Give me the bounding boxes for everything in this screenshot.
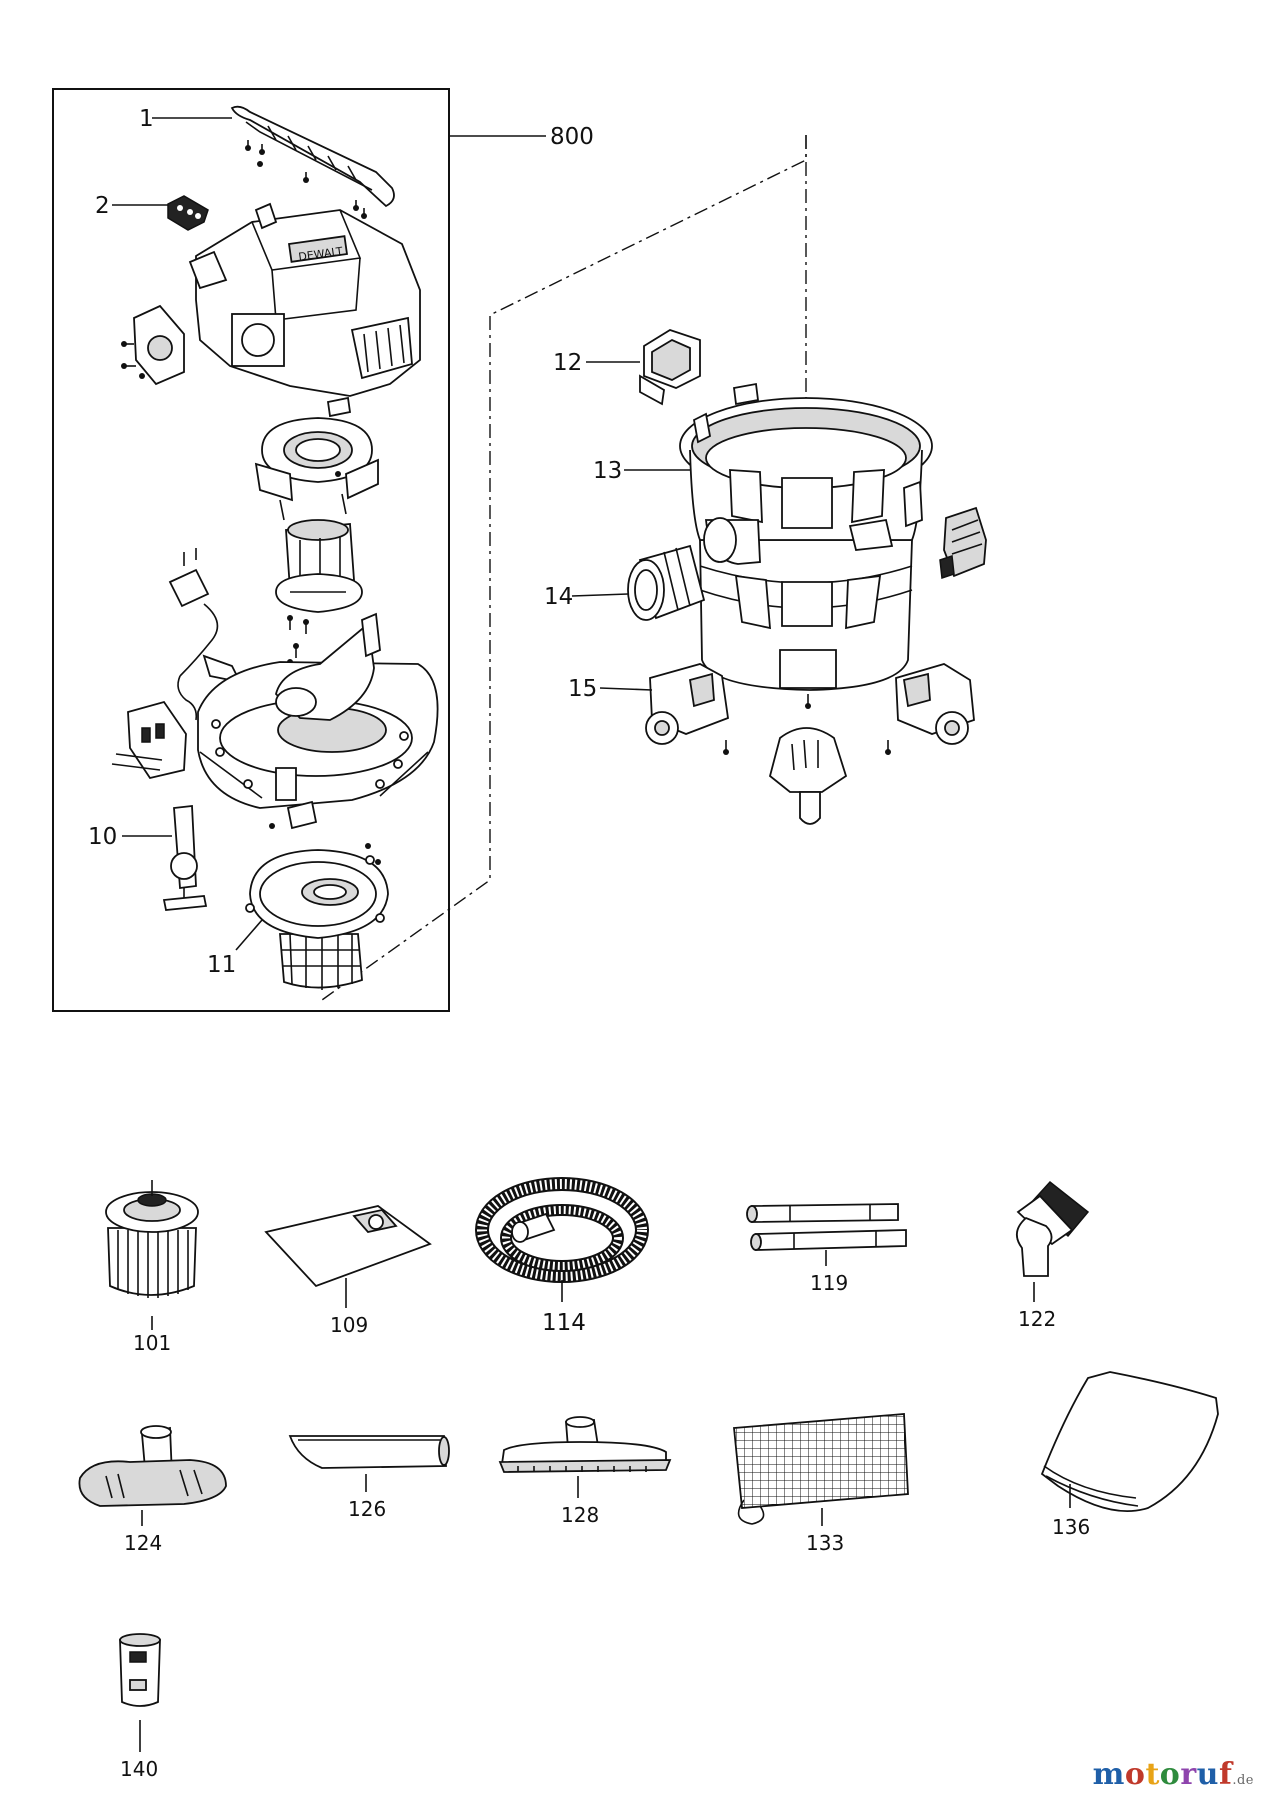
motor-head-part: DEWALT [188,202,421,397]
clip-part [639,329,701,406]
floor-nozzle-part [78,1425,227,1507]
accessory-label: 128 [561,1503,599,1527]
callout-label: 1 [139,106,154,132]
callout-label: 15 [568,676,597,702]
screws-part [287,615,309,665]
power-cord-part [168,548,242,721]
brand-marking: DEWALT [298,245,344,264]
watermark-letter: o [1124,1757,1146,1792]
callout-label: 10 [88,824,117,850]
watermark-letter: t [1145,1757,1160,1792]
filter-cage-part [245,849,389,990]
switch-module-part [111,700,187,780]
watermark: motoruf.de [1093,1757,1254,1792]
accessory-label: 126 [348,1497,386,1521]
accessory-label: 114 [542,1310,586,1336]
accessory-label: 124 [124,1531,162,1555]
watermark-letter: f [1218,1757,1233,1792]
accessory-label: 136 [1052,1515,1090,1539]
dust-bag-part [264,1205,432,1288]
squeegee-nozzle-part [498,1416,672,1473]
fan-housing-part [254,396,379,521]
accessory-label: 122 [1018,1307,1056,1331]
watermark-letter: u [1196,1757,1219,1792]
cartridge-filter-part [105,1180,199,1298]
brush-tool-part [1016,1180,1090,1277]
handle-part [230,105,395,219]
watermark-letter: o [1159,1757,1181,1792]
accessory-label: 133 [806,1531,844,1555]
inlet-port-part [627,517,761,621]
extension-wands-part [746,1203,907,1251]
accessory-label: 119 [810,1271,848,1295]
watermark-letter: r [1180,1757,1197,1792]
watermark-letter: m [1092,1757,1125,1792]
caster-part [645,663,975,825]
callout-label: 12 [553,350,582,376]
switch-bracket-part [121,304,185,386]
switch-part [167,195,209,231]
latch-part [162,804,208,911]
callout-label: 14 [544,584,573,610]
drum-part [679,382,987,691]
callout-label: 13 [593,458,622,484]
base-plate-part [197,612,439,830]
watermark-text: motoruf [1093,1757,1233,1792]
container-part [119,1633,161,1707]
accessory-label: 140 [120,1757,158,1781]
accessory-label: 101 [133,1331,171,1355]
assembly-label: 800 [550,124,594,150]
accessory-label: 109 [330,1313,368,1337]
alignment-line [321,135,807,1001]
callout-label: 2 [95,193,110,219]
hose-part [475,1177,649,1283]
foam-sleeve-part [1040,1371,1219,1512]
motor-part [275,519,363,613]
assembly-frame [52,88,450,1012]
mesh-filter-part [733,1413,909,1525]
crevice-tool-part [288,1435,450,1469]
callout-label: 11 [207,952,236,978]
watermark-suffix: .de [1232,1773,1254,1788]
